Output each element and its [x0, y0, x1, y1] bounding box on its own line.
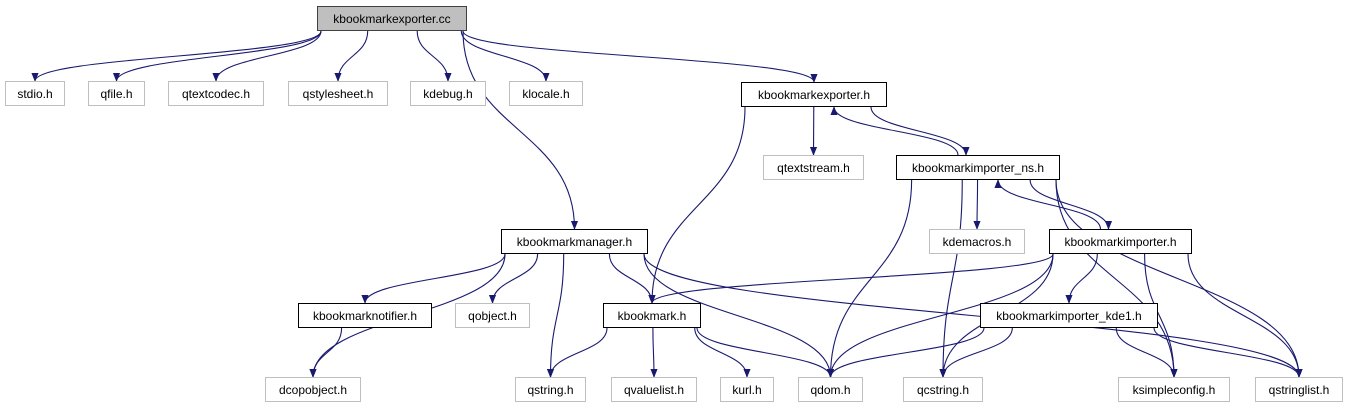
graph-node-qtextstream: qtextstream.h — [763, 155, 864, 180]
edge-root-to-klocale — [460, 30, 550, 82]
graph-node-qcstring: qcstring.h — [903, 377, 983, 402]
graph-node-notifier[interactable]: kbookmarknotifier.h — [298, 303, 432, 328]
graph-node-kbookmark[interactable]: kbookmark.h — [603, 303, 701, 328]
edge-kbookmark-to-qstring — [546, 327, 608, 378]
edge-root-to-stdio — [31, 30, 322, 82]
edge-manager-to-kbookmark — [608, 253, 656, 304]
edge-kbookmark-to-kurl — [694, 327, 751, 378]
edge-importer_ns-to-qstringlist — [1055, 179, 1303, 378]
graph-node-importer[interactable]: kbookmarkimporter.h — [1049, 229, 1192, 254]
edge-manager-to-qdom — [643, 253, 835, 378]
graph-node-ksimpleconfig: ksimpleconfig.h — [1118, 377, 1230, 402]
graph-node-manager[interactable]: kbookmarkmanager.h — [501, 229, 648, 254]
edge-kbookmark-to-qvaluelist — [650, 327, 658, 378]
edge-importer_ns-to-importer — [1029, 179, 1113, 230]
graph-node-qtextcodec: qtextcodec.h — [168, 81, 264, 106]
graph-node-qfile: qfile.h — [88, 81, 145, 106]
graph-node-importer-ns[interactable]: kbookmarkimporter_ns.h — [896, 155, 1060, 180]
edge-kbookmark-to-qdom — [696, 327, 835, 378]
edge-importer-to-kbookmark — [648, 253, 1054, 304]
graph-node-exporter[interactable]: kbookmarkexporter.h — [741, 82, 887, 107]
edge-kde1-to-ksimpleconfig — [1115, 327, 1178, 378]
graph-node-qstring: qstring.h — [515, 377, 586, 402]
edge-manager-to-qstring — [546, 253, 565, 378]
graph-node-kde1[interactable]: kbookmarkimporter_kde1.h — [980, 303, 1158, 328]
edge-manager-to-notifier — [361, 253, 506, 304]
edge-importer_ns-to-kdemacros — [973, 179, 981, 230]
graph-node-kdebug: kdebug.h — [410, 81, 486, 106]
edge-importer_ns-to-qdom — [826, 179, 913, 378]
edge-kde1-to-qdom — [826, 327, 985, 378]
edge-root-to-kdebug — [416, 30, 452, 82]
graph-node-stdio: stdio.h — [5, 81, 65, 106]
edge-root-to-qstylesheet — [334, 30, 369, 82]
graph-node-qstringlist: qstringlist.h — [1255, 377, 1343, 402]
edge-notifier-to-dcopobject — [309, 327, 343, 378]
edge-root-to-qtextcodec — [212, 30, 322, 82]
edge-importer_ns-to-qcstring — [939, 179, 963, 378]
edge-exporter-to-kbookmark — [648, 106, 746, 304]
graph-node-kdemacros: kdemacros.h — [929, 229, 1025, 254]
graph-node-qobject: qobject.h — [455, 303, 530, 328]
graph-node-klocale: klocale.h — [509, 81, 583, 106]
edge-importer-to-kde1 — [1065, 253, 1098, 304]
graph-node-qstylesheet: qstylesheet.h — [288, 81, 388, 106]
edge-importer-to-importer_ns — [994, 179, 1102, 230]
graph-node-qvaluelist: qvaluelist.h — [611, 377, 697, 402]
edge-kde1-to-qcstring — [939, 327, 1013, 378]
edge-manager-to-qobject — [488, 253, 539, 304]
edge-importer_ns-to-exporter — [830, 106, 959, 156]
edge-root-to-exporter — [462, 30, 818, 83]
graph-node-kurl: kurl.h — [720, 377, 774, 402]
graph-node-qdom: qdom.h — [798, 377, 863, 402]
edge-importer-to-ksimpleconfig — [1144, 253, 1178, 378]
edge-root-to-qfile — [112, 30, 322, 82]
graph-node-dcopobject: dcopobject.h — [265, 377, 361, 402]
edge-manager-to-qstringlist — [643, 253, 1303, 378]
edge-importer-to-qstringlist — [1187, 253, 1303, 378]
edge-importer-to-qdom — [826, 253, 1054, 378]
edge-kde1-to-qstringlist — [1153, 327, 1303, 378]
edge-root-to-manager — [462, 30, 579, 230]
graph-node-root[interactable]: kbookmarkexporter.cc — [317, 6, 467, 31]
edge-importer_ns-to-ksimpleconfig — [1055, 179, 1178, 378]
edge-exporter-to-importer_ns — [870, 106, 970, 156]
